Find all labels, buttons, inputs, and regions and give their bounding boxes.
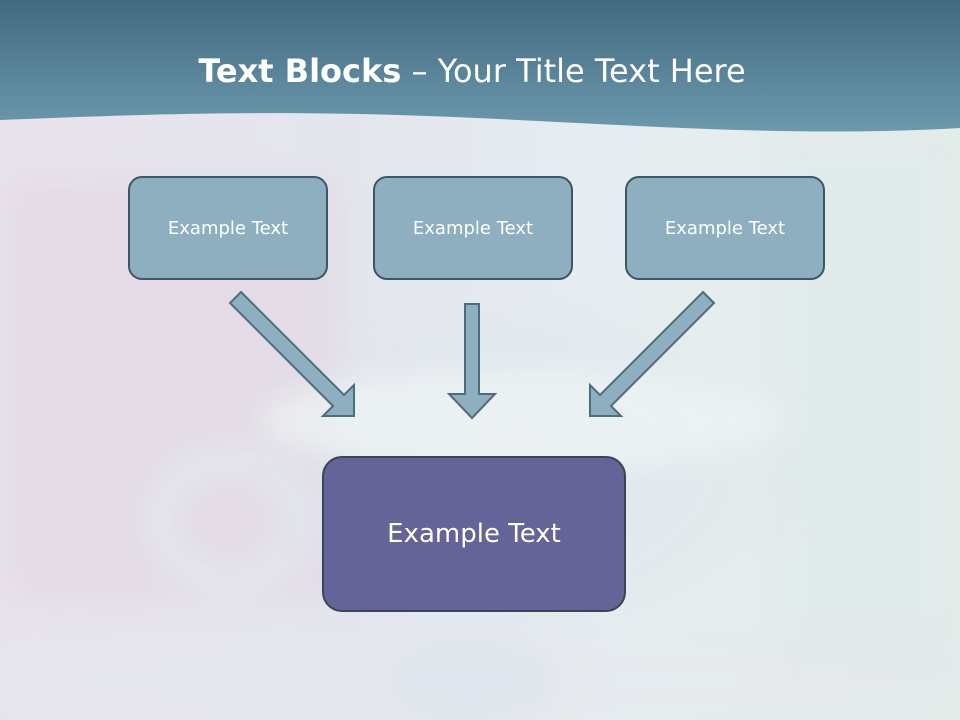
text-box-right[interactable]: Example Text [625, 176, 825, 280]
text-box-right-label: Example Text [664, 217, 786, 239]
text-box-center[interactable]: Example Text [373, 176, 573, 280]
arrow-down [446, 303, 498, 420]
header-band [0, 0, 960, 132]
text-box-left[interactable]: Example Text [128, 176, 328, 280]
text-box-bottom-label: Example Text [387, 519, 561, 549]
slide-title: Text Blocks – Your Title Text Here [0, 52, 944, 90]
title-dash: – [401, 52, 438, 90]
title-rest-text: Your Title Text Here [437, 52, 746, 90]
text-box-bottom[interactable]: Example Text [322, 456, 626, 612]
title-bold-text: Text Blocks [198, 52, 402, 90]
text-box-center-label: Example Text [412, 217, 534, 239]
arrow-down-right [228, 290, 355, 417]
arrow-down-left [589, 290, 716, 417]
text-box-left-label: Example Text [167, 217, 289, 239]
